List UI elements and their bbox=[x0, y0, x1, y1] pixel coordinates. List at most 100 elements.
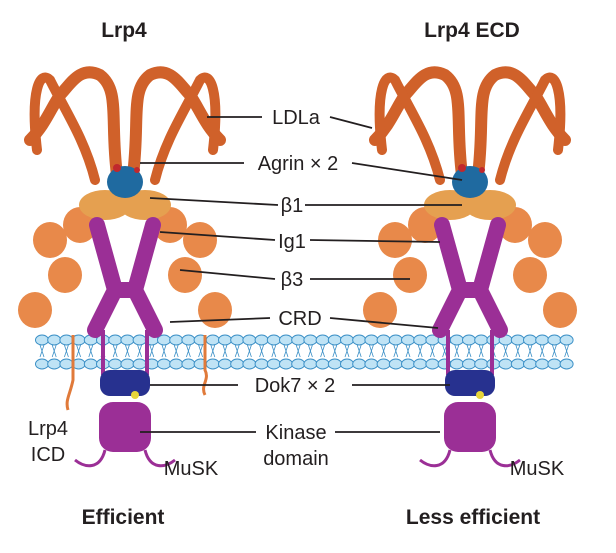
lrp4-complex bbox=[18, 66, 232, 468]
lipid-head bbox=[315, 358, 330, 370]
lipid-tail bbox=[381, 344, 386, 358]
lipid-head bbox=[474, 358, 489, 370]
dok7 bbox=[445, 370, 495, 396]
lipid-head bbox=[364, 358, 379, 370]
phospho-site bbox=[131, 391, 139, 399]
lipid-tail bbox=[552, 344, 557, 358]
lipid-tail bbox=[271, 344, 277, 358]
lipid-head bbox=[535, 334, 550, 346]
lipid-head bbox=[401, 334, 415, 346]
lipid-tail bbox=[308, 344, 313, 358]
lipid-head bbox=[205, 358, 220, 370]
lipid-head bbox=[169, 334, 184, 346]
caption-efficient: Efficient bbox=[82, 506, 165, 529]
beta3-propeller bbox=[18, 292, 52, 328]
label-lrp4-icd-2: ICD bbox=[31, 444, 65, 466]
lipid-head bbox=[120, 358, 135, 370]
lipid-head bbox=[218, 334, 232, 346]
lipid-head bbox=[157, 358, 171, 370]
lipid-head bbox=[291, 334, 306, 346]
lipid-head bbox=[35, 358, 49, 370]
label-kinase-2: domain bbox=[263, 448, 329, 470]
lipid-tail bbox=[417, 344, 423, 358]
lipid-tail bbox=[64, 344, 69, 358]
musk-transmembrane bbox=[446, 330, 494, 375]
lipid-head bbox=[388, 358, 403, 370]
ldla-arm bbox=[369, 66, 468, 181]
lipid-head bbox=[535, 358, 550, 370]
lipid-head bbox=[425, 358, 440, 370]
agrin bbox=[452, 166, 488, 198]
lipid-tail bbox=[51, 344, 57, 358]
lipid-head bbox=[559, 334, 574, 346]
lipid-tail bbox=[503, 344, 508, 358]
beta3-propeller bbox=[513, 257, 547, 293]
lipid-head bbox=[376, 358, 391, 370]
lipid-tail bbox=[149, 344, 155, 358]
lipid-head bbox=[303, 334, 318, 346]
lipid-head bbox=[254, 334, 269, 346]
musk-ectodomain bbox=[432, 217, 508, 338]
lipid-tail bbox=[442, 344, 447, 358]
lipid-tail bbox=[283, 344, 289, 358]
lipid-head bbox=[510, 358, 525, 370]
lipid-tail bbox=[247, 344, 252, 358]
lipid-head bbox=[108, 358, 123, 370]
labels: Lrp4 Lrp4 ECD LDLa Agrin × 2 β1 Ig1 β3 C… bbox=[28, 19, 565, 529]
lipid-head bbox=[181, 334, 196, 346]
lipid-head bbox=[205, 334, 220, 346]
lipid-head bbox=[279, 334, 293, 346]
lipid-head bbox=[340, 334, 354, 346]
lipid-head bbox=[413, 358, 428, 370]
lipid-head bbox=[291, 358, 306, 370]
lipid-tail bbox=[332, 344, 338, 358]
lipid-head bbox=[132, 358, 147, 370]
beta3-propeller bbox=[378, 222, 412, 258]
agrin bbox=[107, 166, 143, 198]
beta3-propeller bbox=[48, 257, 82, 293]
ldla-arm bbox=[29, 72, 100, 185]
lipid-head bbox=[303, 358, 318, 370]
lipid-tail bbox=[539, 344, 545, 358]
lipid-tail bbox=[112, 344, 118, 358]
lipid-head bbox=[266, 334, 281, 346]
lipid-head bbox=[352, 358, 367, 370]
label-beta3: β3 bbox=[281, 269, 304, 291]
caption-less-efficient: Less efficient bbox=[406, 506, 540, 529]
lipid-tail bbox=[76, 344, 81, 358]
lipid-tail bbox=[234, 344, 240, 358]
musk-ectodomain bbox=[87, 217, 163, 338]
lipid-tail bbox=[186, 344, 191, 358]
beta3-propeller bbox=[33, 222, 67, 258]
beta1-propeller bbox=[79, 190, 131, 220]
leader-beta3 bbox=[179, 269, 410, 280]
lipid-tail bbox=[478, 344, 484, 358]
beta3-propeller bbox=[393, 257, 427, 293]
lipid-tail bbox=[125, 344, 130, 358]
leader-beta1 bbox=[149, 197, 462, 206]
lipid-head bbox=[352, 334, 367, 346]
leader-crd bbox=[169, 317, 439, 329]
label-crd: CRD bbox=[278, 308, 321, 330]
agrin-site bbox=[113, 164, 121, 172]
lipid-tail bbox=[161, 344, 167, 358]
label-agrin: Agrin × 2 bbox=[258, 153, 339, 175]
dok7 bbox=[100, 370, 150, 396]
beta1-propeller bbox=[464, 190, 516, 220]
lipid-head bbox=[132, 334, 147, 346]
lipid-head bbox=[230, 358, 245, 370]
beta3-propeller bbox=[363, 292, 397, 328]
lipid-head bbox=[181, 358, 196, 370]
lipid-head bbox=[388, 334, 403, 346]
lipid-head bbox=[120, 334, 135, 346]
lipid-head bbox=[523, 358, 537, 370]
ldla-arm bbox=[374, 72, 445, 185]
lipid-tail bbox=[222, 344, 228, 358]
lipid-head bbox=[449, 334, 464, 346]
ldla-arm bbox=[472, 66, 571, 181]
agrin-site bbox=[134, 167, 140, 173]
lipid-head bbox=[242, 358, 257, 370]
musk-transmembrane bbox=[101, 330, 149, 375]
lipid-tail bbox=[369, 344, 374, 358]
beta3-propeller bbox=[528, 222, 562, 258]
